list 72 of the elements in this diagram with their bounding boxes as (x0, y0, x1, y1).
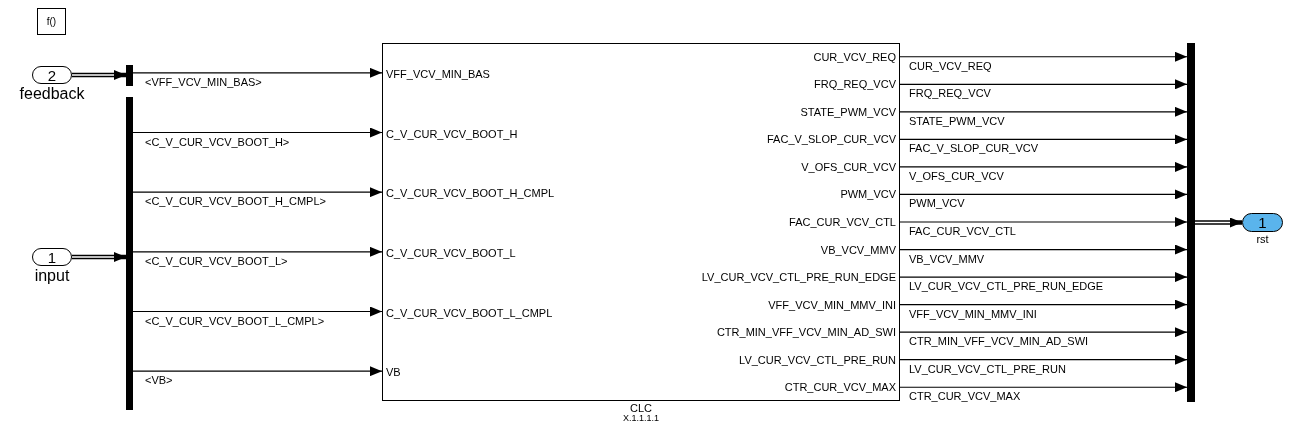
edge-label: V_OFS_CUR_VCV (909, 169, 1004, 183)
signal-arrow (899, 134, 1188, 145)
block-name-label: input (34, 267, 70, 285)
block-name-label: CLC (630, 402, 652, 415)
signal-arrow (899, 354, 1188, 365)
edge-label: FAC_V_SLOP_CUR_VCV (909, 142, 1038, 156)
signal-arrow (132, 67, 383, 78)
signal-arrow (899, 327, 1188, 338)
edge-label: <VFF_VCV_MIN_BAS> (145, 75, 262, 89)
port-label: LV_CUR_VCV_CTL_PRE_RUN (739, 353, 896, 367)
signal-arrow (899, 189, 1188, 200)
edge-label: VB_VCV_MMV (909, 252, 985, 266)
bus-bar (1187, 43, 1195, 402)
signal-arrow (899, 106, 1188, 117)
edge-label: LV_CUR_VCV_CTL_PRE_RUN_EDGE (909, 280, 1104, 294)
subsystem-block (382, 43, 900, 401)
function-call-block: f() (37, 8, 66, 35)
signal-arrow (899, 244, 1188, 255)
bus-signal-arrow (72, 70, 126, 80)
edge-label: CTR_CUR_VCV_MAX (909, 390, 1021, 404)
port-label: VFF_VCV_MIN_BAS (386, 67, 490, 81)
edge-label: CUR_VCV_REQ (909, 59, 992, 73)
signal-arrow (899, 299, 1188, 310)
edge-label: <C_V_CUR_VCV_BOOT_L_CMPL> (145, 314, 325, 328)
port-label: C_V_CUR_VCV_BOOT_H_CMPL (386, 186, 555, 200)
port-label: CTR_CUR_VCV_MAX (784, 380, 896, 394)
port-label: FAC_V_SLOP_CUR_VCV (767, 132, 896, 146)
block-name-label: feedback (19, 85, 85, 103)
edge-label: VFF_VCV_MIN_MMV_INI (909, 307, 1037, 321)
edge-label: LV_CUR_VCV_CTL_PRE_RUN (909, 362, 1066, 376)
signal-arrow (899, 161, 1188, 172)
signal-arrow (899, 382, 1188, 393)
edge-label: STATE_PWM_VCV (909, 114, 1005, 128)
port-label: PWM_VCV (840, 187, 896, 201)
edge-label: <C_V_CUR_VCV_BOOT_H> (145, 135, 290, 149)
block-name-label: rst (1256, 233, 1269, 246)
port-label: LV_CUR_VCV_CTL_PRE_RUN_EDGE (701, 270, 896, 284)
bus-signal-arrow (1195, 217, 1242, 228)
block-name-label: X.1.1.1.1 (623, 414, 659, 424)
port-label: VB (386, 365, 401, 379)
port-label: CUR_VCV_REQ (813, 50, 896, 64)
signal-arrow (899, 79, 1188, 90)
signal-arrow (132, 246, 383, 257)
port-label: VFF_VCV_MIN_MMV_INI (768, 298, 896, 312)
edge-label: <C_V_CUR_VCV_BOOT_L> (145, 254, 288, 268)
port-block: 2 (32, 66, 72, 84)
port-label: C_V_CUR_VCV_BOOT_H (386, 127, 518, 140)
signal-arrow (132, 187, 383, 198)
bus-bar (126, 97, 133, 410)
edge-label: FAC_CUR_VCV_CTL (909, 225, 1016, 238)
signal-arrow (899, 217, 1188, 227)
signal-arrow (132, 127, 383, 138)
signal-arrow (132, 306, 383, 317)
port-block: 1 (1242, 213, 1283, 232)
bus-signal-arrow (72, 252, 126, 262)
edge-label: PWM_VCV (909, 197, 965, 211)
port-label: STATE_PWM_VCV (800, 105, 896, 119)
signal-arrow (899, 272, 1188, 283)
bus-bar (126, 65, 133, 86)
port-label: CTR_MIN_VFF_VCV_MIN_AD_SWI (716, 325, 896, 339)
port-block: 1 (32, 248, 72, 266)
port-label: FRQ_REQ_VCV (814, 77, 896, 91)
edge-label: CTR_MIN_VFF_VCV_MIN_AD_SWI (909, 335, 1089, 349)
port-label: VB_VCV_MMV (820, 243, 896, 257)
port-label: C_V_CUR_VCV_BOOT_L (386, 246, 516, 260)
edge-label: FRQ_REQ_VCV (909, 87, 991, 101)
port-label: FAC_CUR_VCV_CTL (789, 215, 896, 229)
port-label: V_OFS_CUR_VCV (801, 160, 896, 174)
signal-arrow (132, 366, 383, 377)
port-label: C_V_CUR_VCV_BOOT_L_CMPL (386, 306, 553, 319)
signal-arrow (899, 51, 1188, 62)
edge-label: <C_V_CUR_VCV_BOOT_H_CMPL> (145, 195, 326, 209)
